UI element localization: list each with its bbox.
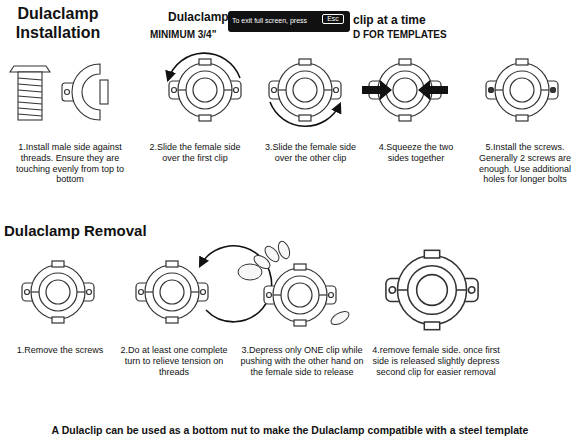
threaded-insert (10, 66, 50, 120)
fullscreen-overlay (228, 11, 350, 32)
clamp-figure (169, 59, 241, 121)
step-label: 2.Do at least one complete turn to relie… (118, 345, 230, 377)
step-label: 2.Slide the female side over the first c… (140, 142, 250, 164)
clamp-figure (22, 261, 94, 323)
clamp-figure (386, 250, 478, 329)
clamp-figure (264, 264, 336, 326)
step-label: D FOR TEMPLATES (353, 29, 463, 41)
step-label: 1.Install male side against threads. Ens… (10, 142, 130, 185)
rotate-arrow (168, 53, 240, 80)
section-title: Dulaclamp Installation (4, 4, 112, 42)
hand (238, 240, 351, 327)
step-label: Esc (322, 14, 344, 24)
clamp-figure (136, 261, 208, 323)
step-label: clip at a time (353, 13, 453, 27)
squeeze-arrow (362, 80, 392, 100)
rotate-arrow (270, 102, 340, 126)
screw (550, 87, 556, 93)
step-label: 4.remove female side. once first side is… (372, 345, 500, 377)
step-label: 5.Install the screws. Generally 2 screws… (472, 142, 578, 185)
step-label: 3.Slide the female side over the other c… (258, 142, 363, 164)
step-label: 4.Squeeze the two sides together (370, 142, 462, 164)
step-label: Dulaclamp Removal (4, 222, 224, 240)
step-label: MINIMUM 3/4" (150, 29, 230, 41)
screw (488, 87, 494, 93)
clamp-figure (486, 59, 558, 121)
clamp-figure (269, 59, 341, 121)
turn-arrow (200, 246, 272, 322)
footer-caption: A Dulaclip can be used as a bottom nut t… (2, 424, 578, 437)
squeeze-arrow (418, 80, 448, 100)
step-label: 1.Remove the screws (8, 345, 112, 356)
male-clip-half (62, 64, 108, 120)
step-label: 3.Depress only ONE clip while pushing wi… (238, 345, 366, 377)
step-label: Dulaclamp (168, 10, 230, 24)
step-label: To exit full screen, press (232, 17, 320, 25)
